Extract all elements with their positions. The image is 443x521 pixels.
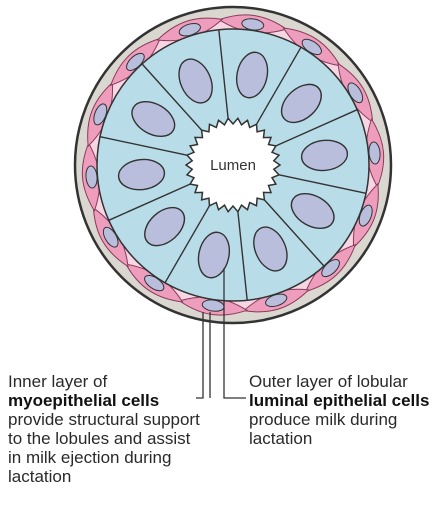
luminal-caption-suffix: produce milk during lactation — [249, 410, 397, 448]
myoepithelial-caption-prefix: Inner layer of — [8, 372, 107, 391]
luminal-caption: Outer layer of lobular luminal epithelia… — [249, 372, 441, 448]
myoepithelial-caption-suffix: provide structural support to the lobule… — [8, 410, 200, 486]
luminal-caption-bold: luminal epithelial cells — [249, 391, 429, 410]
myoepithelial-caption: Inner layer of myoepithelial cells provi… — [8, 372, 208, 486]
lumen-label: Lumen — [210, 157, 256, 174]
myoepithelial-caption-bold: myoepithelial cells — [8, 391, 159, 410]
luminal-caption-prefix: Outer layer of lobular — [249, 372, 408, 391]
